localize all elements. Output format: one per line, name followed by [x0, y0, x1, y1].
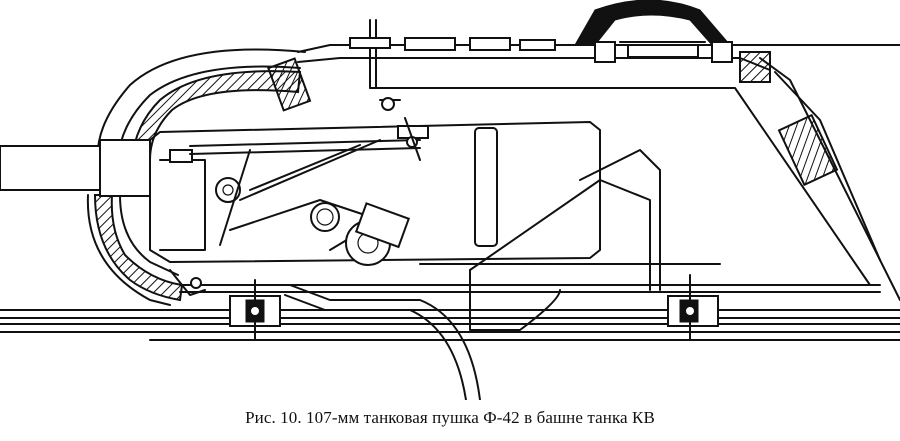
elevation-mechanism	[310, 117, 429, 266]
control-linkage	[169, 269, 481, 400]
roof-fittings	[349, 19, 556, 111]
tank-turret-gun-drawing	[0, 0, 900, 400]
recoil-guard	[469, 149, 661, 331]
roof-hatch	[574, 0, 733, 63]
figure-caption: Рис. 10. 107-мм танковая пушка Ф-42 в ба…	[245, 408, 655, 427]
hull-deck	[0, 309, 900, 341]
gun-mantlet	[86, 48, 312, 306]
turret-body	[297, 44, 900, 301]
turret-ring-bearing-right	[667, 274, 719, 341]
turret-ring-bearing-left	[229, 279, 281, 341]
turret-floor	[179, 263, 881, 293]
gun-barrel	[0, 139, 151, 197]
